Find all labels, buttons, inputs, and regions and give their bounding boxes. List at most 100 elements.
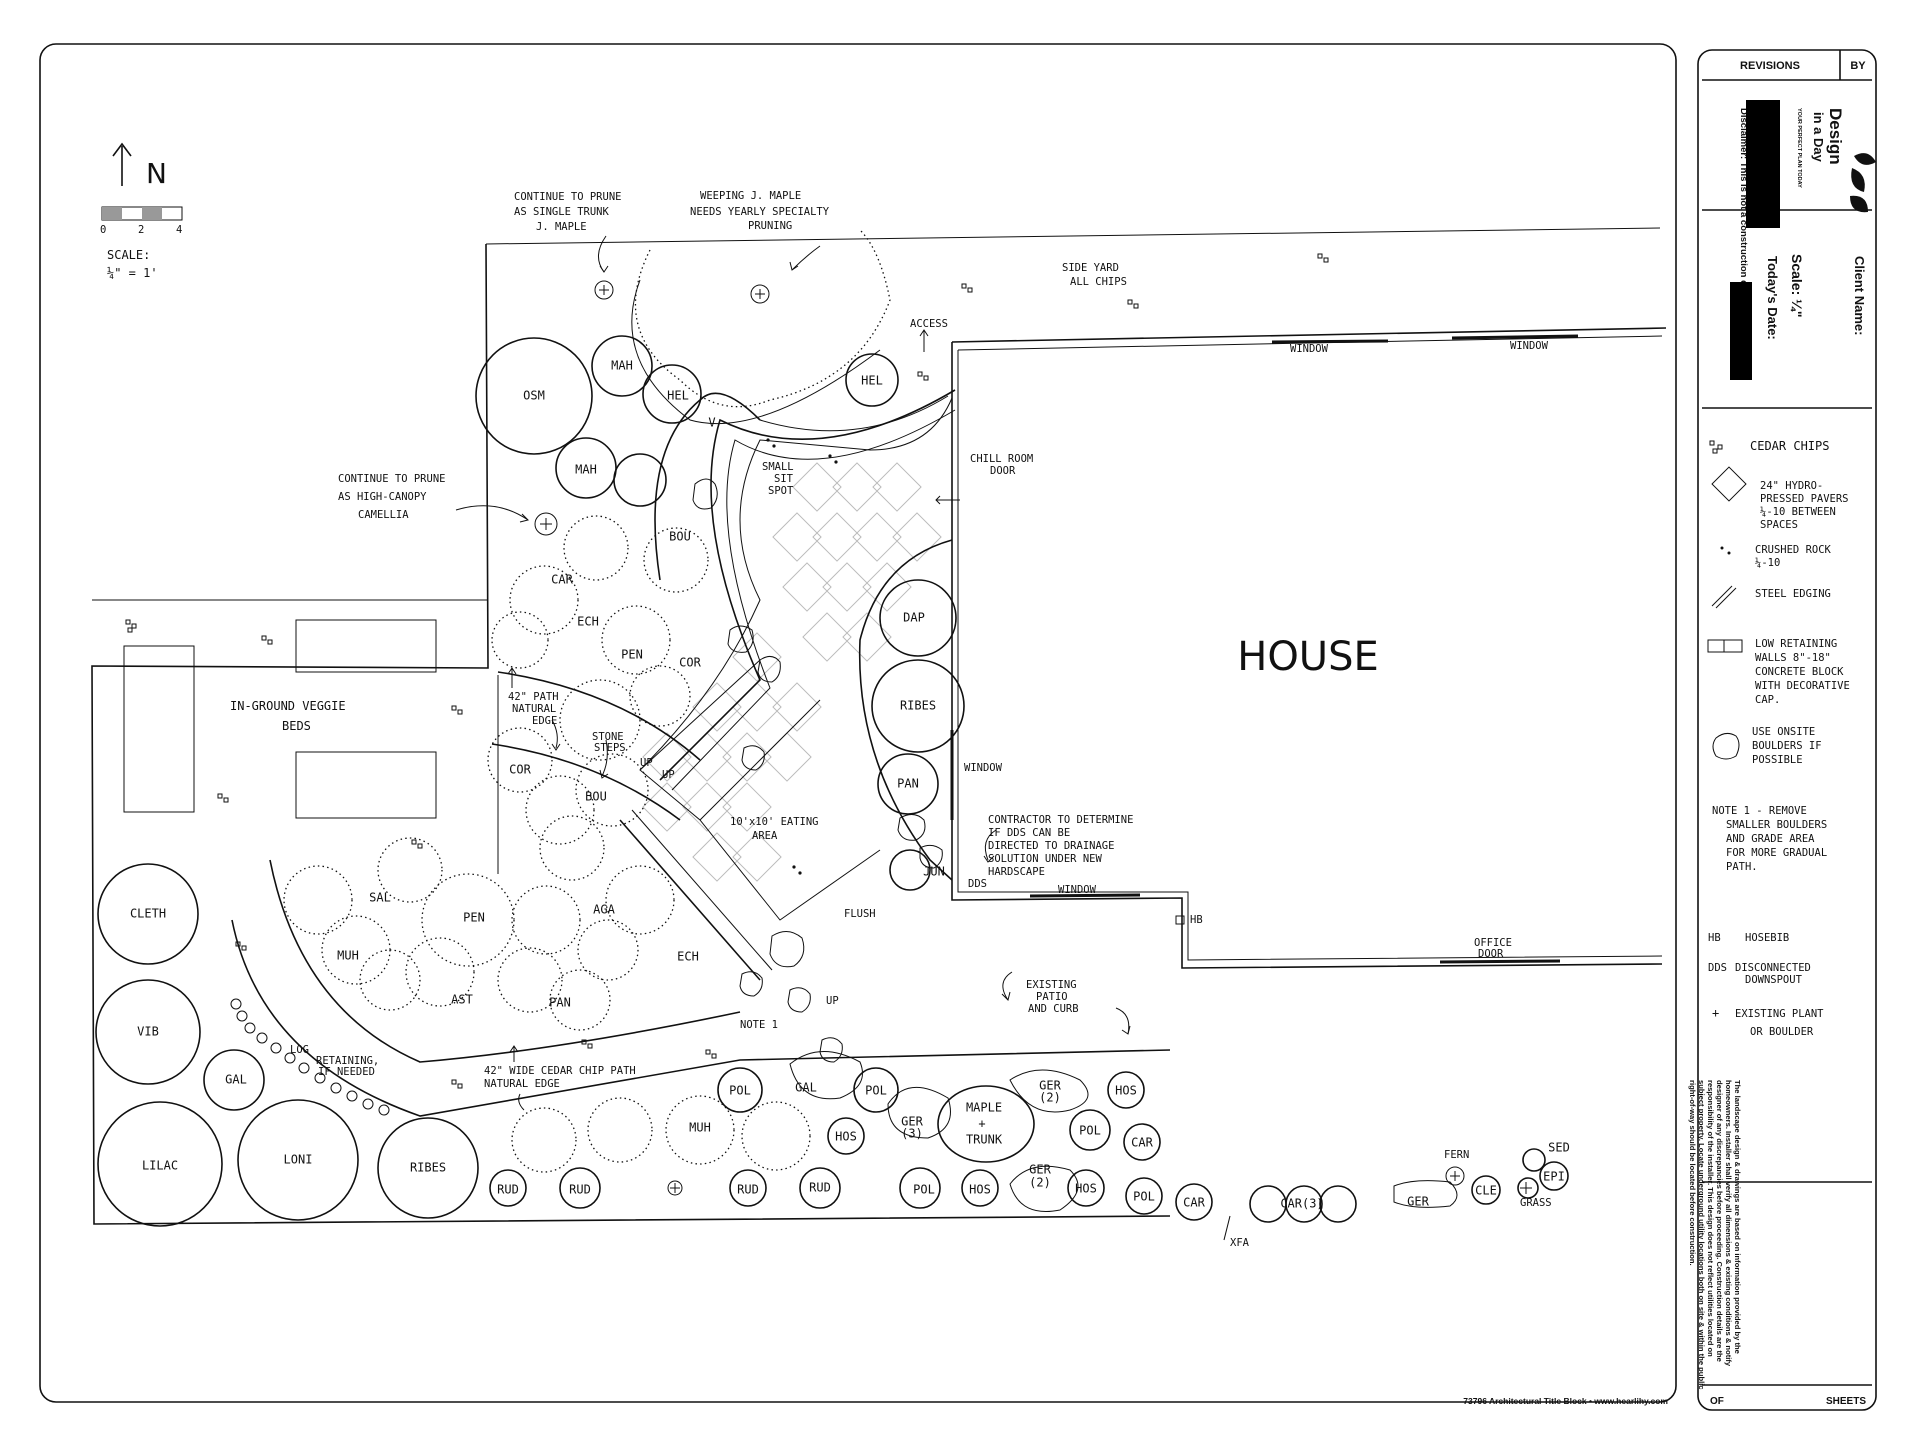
veggie-beds bbox=[123, 619, 437, 819]
svg-text:EPI: EPI bbox=[1543, 1170, 1565, 1184]
svg-text:HOS: HOS bbox=[1075, 1182, 1097, 1196]
annotation-notes: CONTINUE TO PRUNE AS SINGLE TRUNK J. MAP… bbox=[230, 190, 1552, 1249]
svg-text:STEEL EDGING: STEEL EDGING bbox=[1755, 588, 1831, 600]
svg-text:GER: GER bbox=[901, 1115, 923, 1129]
disclaimer-text: Disclaimer: This is not a construction d… bbox=[1738, 108, 1749, 319]
svg-text:0: 0 bbox=[100, 224, 106, 236]
svg-text:POL: POL bbox=[913, 1183, 935, 1197]
site-lines bbox=[91, 227, 1667, 1225]
svg-text:ACCESS: ACCESS bbox=[910, 318, 948, 330]
svg-text:+: + bbox=[978, 1117, 985, 1131]
svg-text:WEEPING J. MAPLE NEEDS Y: WEEPING J. MAPLE NEEDS YEARLY SPECIALTY … bbox=[690, 190, 835, 232]
scale-label: Scale: ¼" bbox=[1789, 254, 1805, 317]
svg-text:CONTRACTOR TO DETERMINE: CONTRACTOR TO DETERMINE IF DDS CAN BE DI… bbox=[988, 814, 1140, 878]
svg-text:POL: POL bbox=[1133, 1190, 1155, 1204]
design-in-a-day-logo: Design in a Day YOUR PERFECT PLAN TODAY bbox=[1796, 108, 1876, 213]
svg-text:XFA: XFA bbox=[1230, 1237, 1250, 1249]
svg-text:ECH: ECH bbox=[577, 615, 599, 629]
sheets-label: SHEETS bbox=[1826, 1396, 1866, 1407]
svg-text:ECH: ECH bbox=[677, 950, 699, 964]
title-block: REVISIONS BY OF SHEETS Client Name: Scal… bbox=[1688, 50, 1876, 1407]
fine-print: The landscape design & drawings are base… bbox=[1688, 1080, 1742, 1390]
drawing-frame bbox=[39, 43, 1677, 1403]
weeping-maple-canopy bbox=[634, 229, 891, 408]
svg-text:4: 4 bbox=[176, 224, 182, 236]
svg-text:MAH: MAH bbox=[575, 463, 597, 477]
svg-text:IN-GROUND VEGGIE BEDS: IN-GROUND VEGGIE BEDS bbox=[230, 699, 353, 733]
svg-text:LOG RETAINING, IF: LOG RETAINING, IF NEEDED bbox=[290, 1044, 386, 1078]
svg-text:OSM: OSM bbox=[523, 389, 545, 403]
svg-text:GAL: GAL bbox=[225, 1073, 247, 1087]
svg-text:(2): (2) bbox=[1039, 1091, 1061, 1105]
svg-text:SED: SED bbox=[1548, 1141, 1570, 1155]
svg-text:right-of-way should be located: right-of-way should be located before co… bbox=[1688, 1080, 1697, 1266]
svg-text:EXISTING PATIO AND: EXISTING PATIO AND CURB bbox=[1026, 979, 1083, 1015]
svg-text:RUD: RUD bbox=[497, 1183, 519, 1197]
svg-text:LOW RETAINING WALLS 8": LOW RETAINING WALLS 8"-18" CONCRETE BLOC… bbox=[1755, 638, 1856, 706]
scale-note: SCALE: bbox=[107, 248, 150, 262]
svg-text:AST: AST bbox=[451, 993, 473, 1007]
svg-text:CONTINUE TO PRUNE AS SIN: CONTINUE TO PRUNE AS SINGLE TRUNK J. MAP… bbox=[514, 191, 628, 233]
svg-text:GER: GER bbox=[1029, 1163, 1051, 1177]
svg-text:CAR: CAR bbox=[1131, 1136, 1153, 1150]
svg-text:CLE: CLE bbox=[1475, 1184, 1497, 1198]
svg-text:10'x10' EATING AREA: 10'x10' EATING AREA bbox=[730, 816, 825, 842]
svg-text:(2): (2) bbox=[1029, 1176, 1051, 1190]
boulder-symbol bbox=[1712, 732, 1740, 760]
svg-text:MAH: MAH bbox=[611, 359, 633, 373]
svg-text:subject property. Locate under: subject property. Locate underground uti… bbox=[1697, 1080, 1706, 1390]
svg-text:CAR: CAR bbox=[1183, 1196, 1205, 1210]
svg-text:LILAC: LILAC bbox=[142, 1159, 178, 1173]
svg-text:DISCONNECTED DOWNSPOUT: DISCONNECTED DOWNSPOUT bbox=[1735, 962, 1817, 986]
svg-text:HOS: HOS bbox=[835, 1130, 857, 1144]
client-name-label: Client Name: bbox=[1852, 256, 1867, 335]
paver-symbol bbox=[1711, 466, 1747, 502]
svg-text:GRASS: GRASS bbox=[1520, 1197, 1552, 1209]
svg-text:STONE STEPS: STONE STEPS bbox=[592, 731, 630, 754]
svg-text:VIB: VIB bbox=[137, 1025, 159, 1039]
svg-text:RUD: RUD bbox=[737, 1183, 759, 1197]
svg-text:V: V bbox=[708, 416, 715, 430]
svg-text:CHILL ROOM DOOR: CHILL ROOM DOOR bbox=[970, 453, 1040, 477]
svg-text:MUH: MUH bbox=[337, 949, 359, 963]
svg-text:responsibility of the installe: responsibility of the installer. This de… bbox=[1706, 1080, 1715, 1357]
svg-text:designer of any discrepancies: designer of any discrepancies before pro… bbox=[1715, 1080, 1724, 1362]
svg-text:CAR(3): CAR(3) bbox=[1280, 1197, 1323, 1211]
svg-text:BOU: BOU bbox=[585, 790, 607, 804]
window-label: WINDOW bbox=[1510, 340, 1549, 352]
plants bbox=[95, 335, 1569, 1227]
svg-text:LONI: LONI bbox=[284, 1153, 313, 1167]
svg-text:SMALL SIT SPOT: SMALL SIT SPOT bbox=[762, 461, 800, 497]
svg-text:JUN: JUN bbox=[923, 865, 945, 879]
svg-text:UP: UP bbox=[826, 995, 839, 1007]
svg-text:FERN: FERN bbox=[1444, 1149, 1469, 1161]
svg-text:42" PATH NATURAL E: 42" PATH NATURAL EDGE bbox=[508, 691, 565, 727]
svg-text:MAPLE: MAPLE bbox=[966, 1101, 1002, 1115]
hb-label: HB bbox=[1190, 914, 1203, 926]
svg-text:POL: POL bbox=[865, 1084, 887, 1098]
svg-text:GER: GER bbox=[1407, 1195, 1429, 1209]
svg-text:+: + bbox=[1712, 1006, 1719, 1020]
svg-text:¼" = 1': ¼" = 1' bbox=[107, 266, 158, 280]
svg-text:HEL: HEL bbox=[667, 389, 689, 403]
retaining-wall-symbol bbox=[1707, 639, 1743, 653]
svg-text:USE ONSITE BOULDERS IF: USE ONSITE BOULDERS IF POSSIBLE bbox=[1752, 726, 1828, 766]
by-header: BY bbox=[1850, 60, 1866, 72]
house-label: HOUSE bbox=[1237, 634, 1379, 680]
crushed-rock-markers bbox=[766, 438, 838, 875]
svg-text:UP: UP bbox=[662, 769, 675, 781]
svg-text:HOS: HOS bbox=[969, 1183, 991, 1197]
svg-text:POL: POL bbox=[729, 1084, 751, 1098]
svg-text:PEN: PEN bbox=[621, 648, 643, 662]
office-door-label: OFFICE DOOR bbox=[1474, 937, 1518, 960]
svg-text:The landscape design & drawing: The landscape design & drawings are base… bbox=[1733, 1080, 1742, 1354]
svg-text:PEN: PEN bbox=[463, 911, 485, 925]
log-retaining bbox=[230, 998, 390, 1116]
redacted-date-box bbox=[1730, 282, 1752, 380]
svg-text:YOUR PERFECT PLAN TODAY: YOUR PERFECT PLAN TODAY bbox=[1796, 108, 1802, 188]
svg-text:CLETH: CLETH bbox=[130, 907, 166, 921]
svg-text:UP: UP bbox=[640, 757, 653, 769]
window-label: WINDOW bbox=[1290, 343, 1329, 355]
boulders bbox=[692, 478, 943, 1063]
retaining-walls bbox=[619, 389, 956, 981]
